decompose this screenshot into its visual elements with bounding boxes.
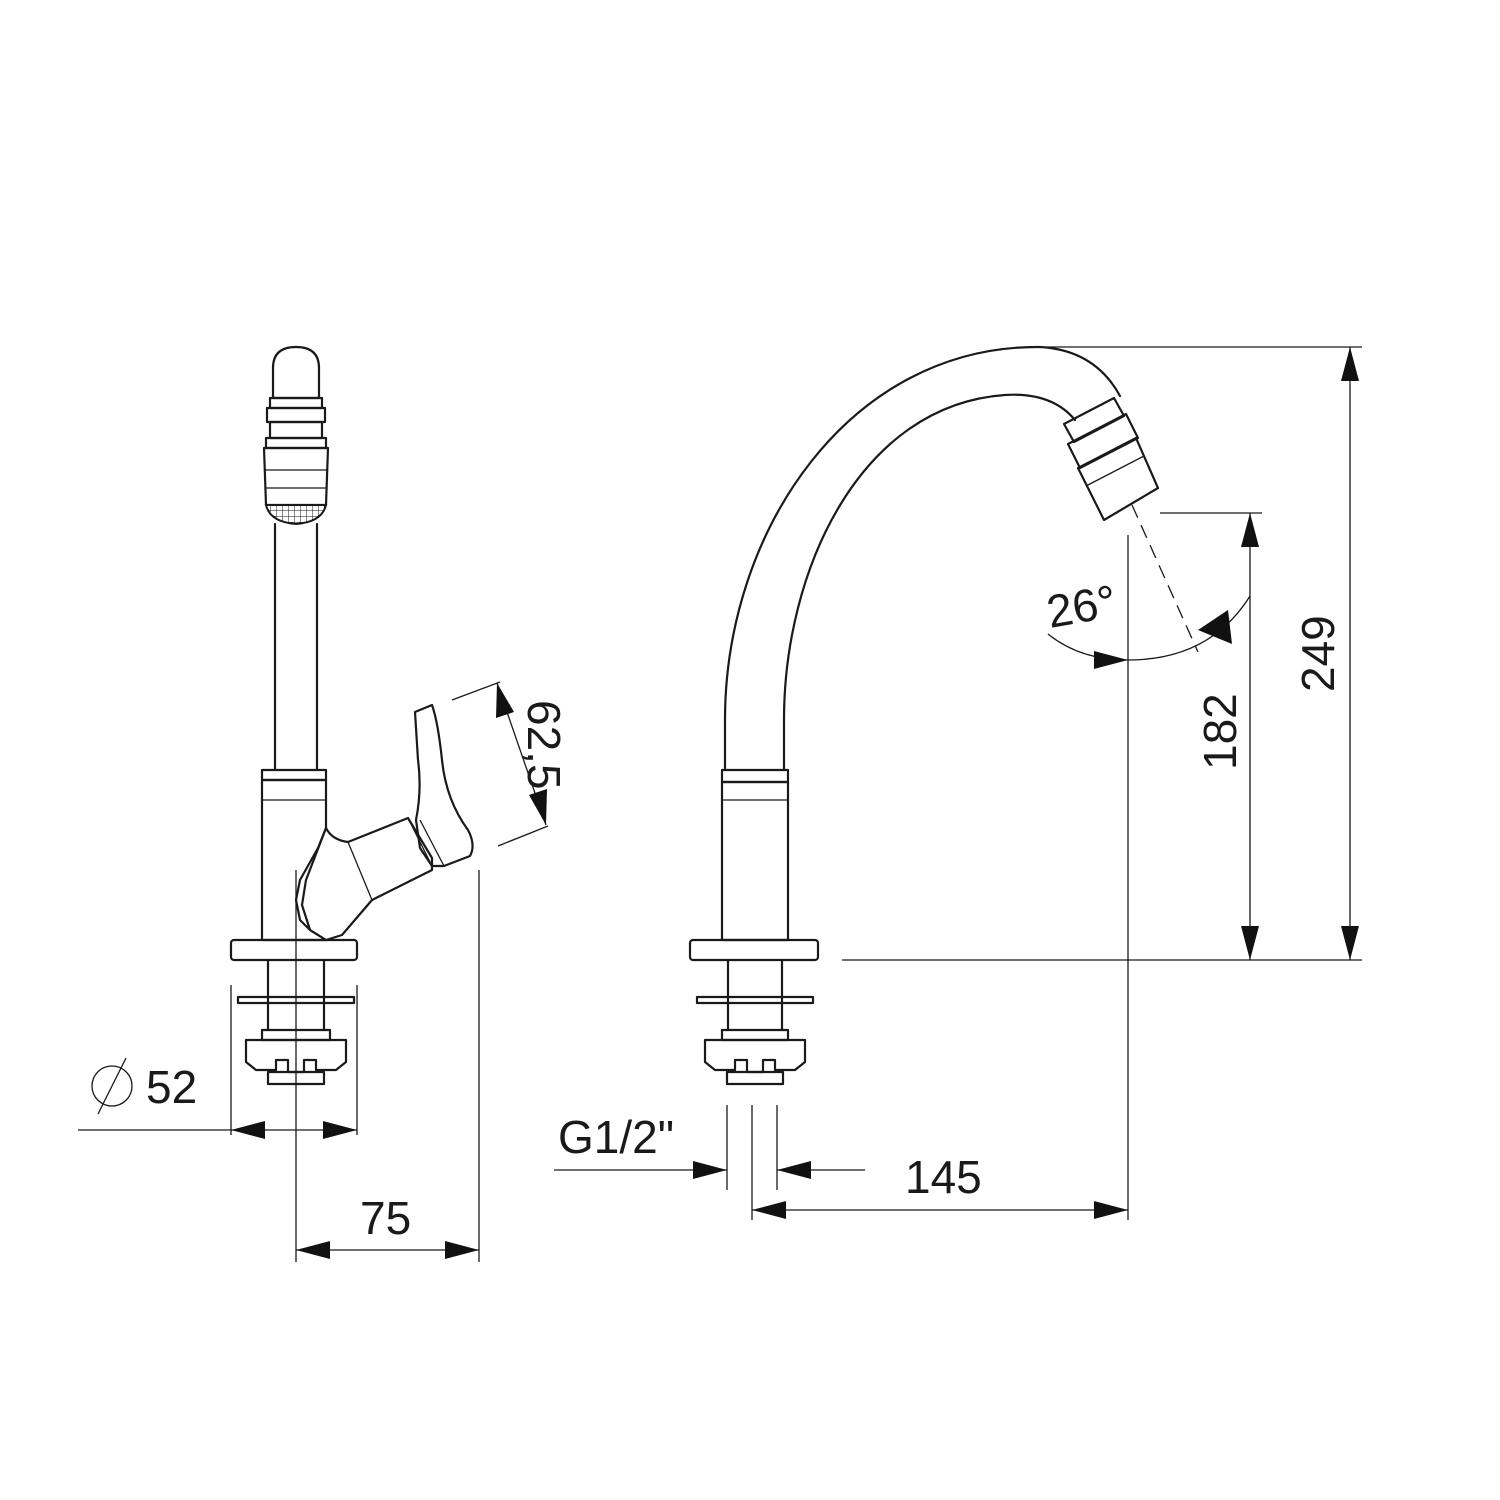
diameter-icon (91, 1065, 133, 1107)
dim-label-handle-height: 62,5 (518, 700, 570, 790)
front-shank-end (725, 1070, 785, 1086)
dim-label-total-height: 249 (1292, 615, 1344, 692)
front-view (688, 345, 1199, 1086)
side-view (229, 345, 474, 1262)
spout-inner-curve (782, 393, 1077, 772)
spout-cap (271, 345, 321, 400)
front-aerator-ring (1066, 412, 1140, 470)
lever-handle (413, 703, 474, 868)
dim-label-base-diameter: 52 (146, 1061, 197, 1113)
valve-body (260, 778, 328, 942)
base-flange (229, 938, 359, 962)
dim-label-spout-reach: 145 (905, 1151, 982, 1203)
front-base-flange (688, 938, 820, 962)
dim-label-side-reach: 75 (360, 1192, 411, 1244)
front-body-collar (720, 768, 790, 784)
dim-thread: G1/2" (554, 1105, 865, 1190)
spout-outer-curve (723, 345, 1122, 772)
spout-ring (268, 420, 324, 440)
dim-outlet-height: 182 (1160, 512, 1262, 960)
front-valve-body (720, 780, 790, 942)
dim-base-diameter: 52 (78, 985, 358, 1139)
front-aerator-body (1076, 436, 1160, 522)
dim-total-height: 249 (1040, 346, 1362, 960)
dim-handle-height: 62,5 (451, 681, 570, 847)
dim-spout-reach: 145 (751, 1105, 1128, 1220)
dim-label-thread: G1/2" (558, 1111, 674, 1163)
spout-ring (265, 406, 327, 424)
outlet-axis (1131, 504, 1199, 653)
dim-label-angle: 26° (1043, 575, 1121, 638)
aerator-mesh (264, 504, 328, 526)
front-lock-nut (720, 1028, 790, 1042)
spout-ring (264, 436, 328, 450)
front-wing-nut (703, 1038, 807, 1074)
dim-side-reach: 75 (296, 870, 480, 1262)
aerator-body (262, 446, 330, 507)
front-washer (695, 995, 815, 1005)
dim-label-outlet-height: 182 (1194, 693, 1246, 770)
spout-ring (268, 396, 324, 410)
dim-angle: 26° (1043, 575, 1251, 669)
body-collar (260, 768, 328, 782)
